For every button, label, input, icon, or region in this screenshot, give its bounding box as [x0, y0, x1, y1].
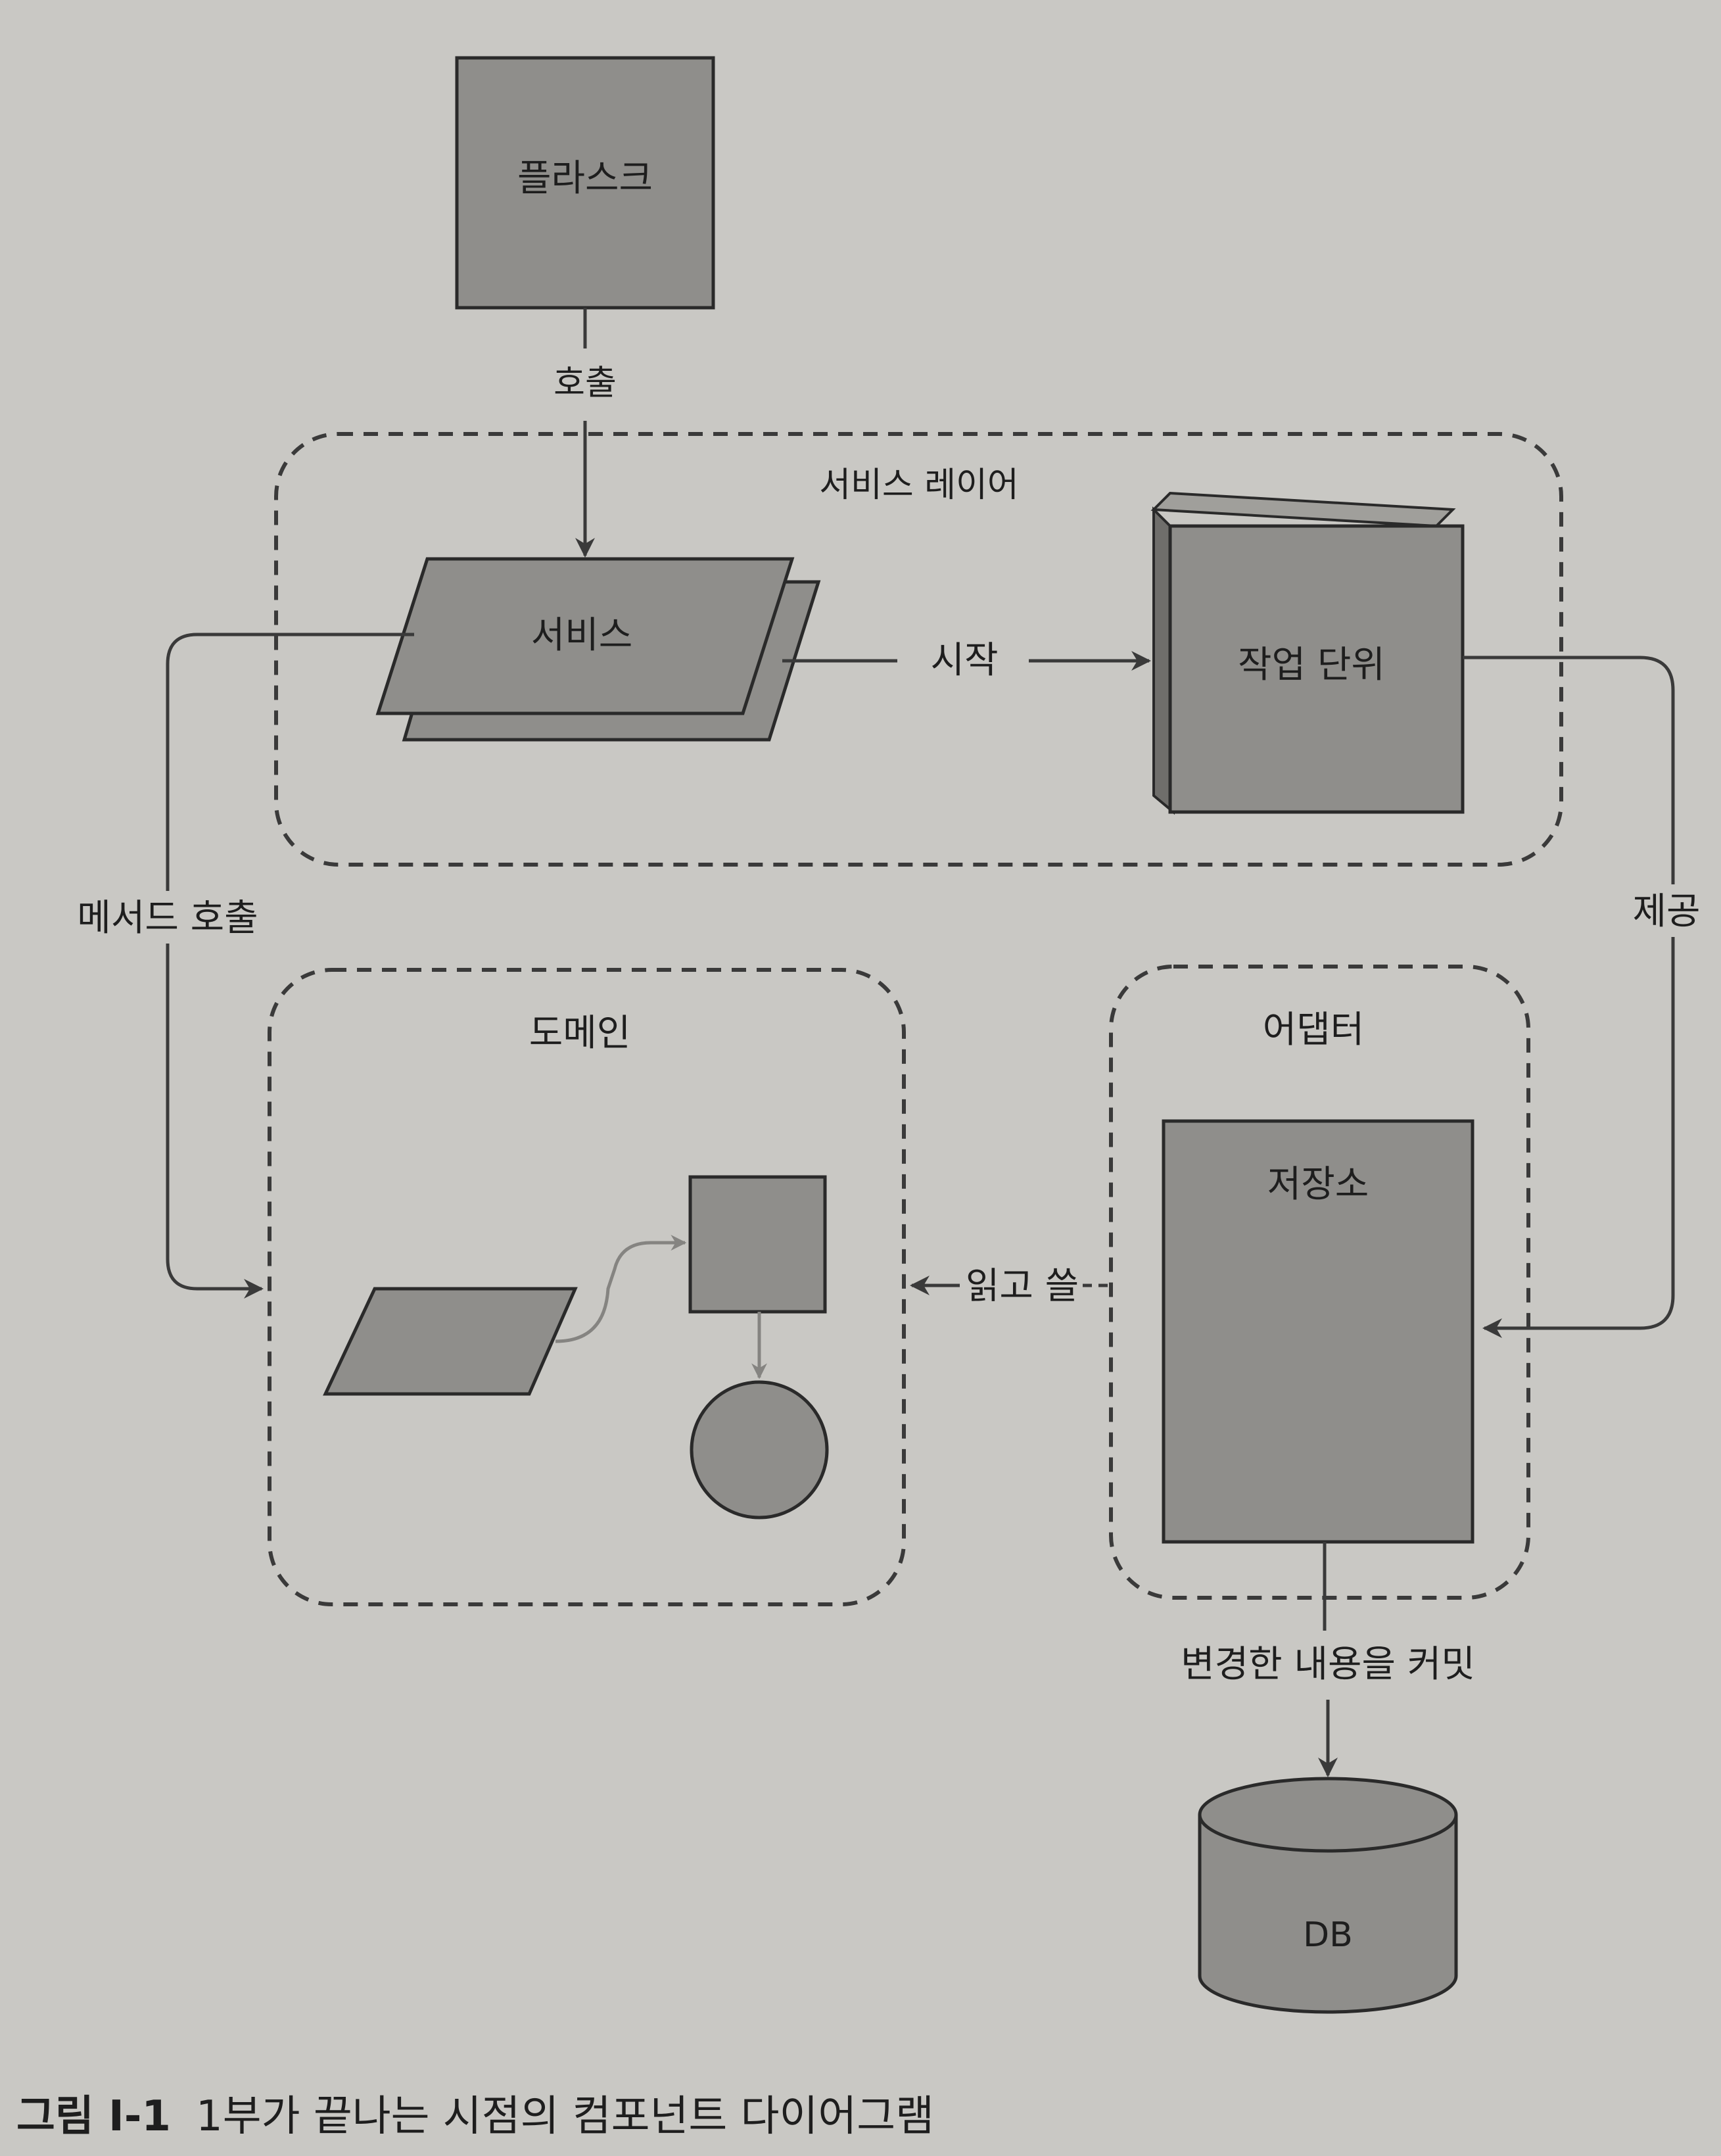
provide-label-bg	[1624, 884, 1709, 937]
domain-internal-arrow-1	[555, 1235, 687, 1343]
method-call-label: 메서드 호출	[77, 897, 258, 940]
commit-label: 변경한 내용을 커밋	[1181, 1643, 1475, 1686]
uow-box-top	[1150, 491, 1456, 528]
read-write-label: 읽고 쓸	[966, 1265, 1079, 1308]
repository-box	[1162, 1119, 1474, 1544]
service-layer-group	[274, 432, 1563, 867]
adapter-group	[1109, 965, 1530, 1600]
db-label: DB	[1303, 1915, 1353, 1955]
db-cylinder-body	[1198, 1815, 1458, 2014]
provide-arrow	[1463, 656, 1675, 1338]
service-layer-label: 서비스 레이어	[819, 466, 1019, 505]
service-label: 서비스	[531, 614, 633, 657]
flask-label: 플라스크	[517, 157, 653, 200]
method-call-arrow	[166, 633, 414, 1299]
method-call-label-bg	[66, 891, 270, 944]
domain-group	[268, 968, 906, 1606]
figure-number: 그림 I-1	[16, 2092, 171, 2141]
db-cylinder-top	[1198, 1777, 1458, 1853]
domain-entity-square	[688, 1175, 827, 1314]
start-label: 시작	[930, 639, 998, 682]
domain-entity-parallelogram	[323, 1287, 578, 1396]
flask-box	[455, 56, 715, 310]
uow-label: 작업 단위	[1238, 644, 1385, 686]
provide-label: 제공	[1632, 890, 1700, 933]
repository-label: 저장소	[1267, 1163, 1369, 1206]
domain-entity-circle	[690, 1380, 829, 1520]
call-label: 호출	[554, 364, 617, 403]
uow-box-front	[1168, 524, 1465, 814]
domain-label: 도메인	[529, 1012, 631, 1055]
adapter-label: 어댑터	[1263, 1009, 1365, 1051]
figure-caption: 1부가 끝나는 시점의 컴포넌트 다이어그램	[196, 2092, 934, 2141]
service-shape-front	[375, 557, 795, 715]
